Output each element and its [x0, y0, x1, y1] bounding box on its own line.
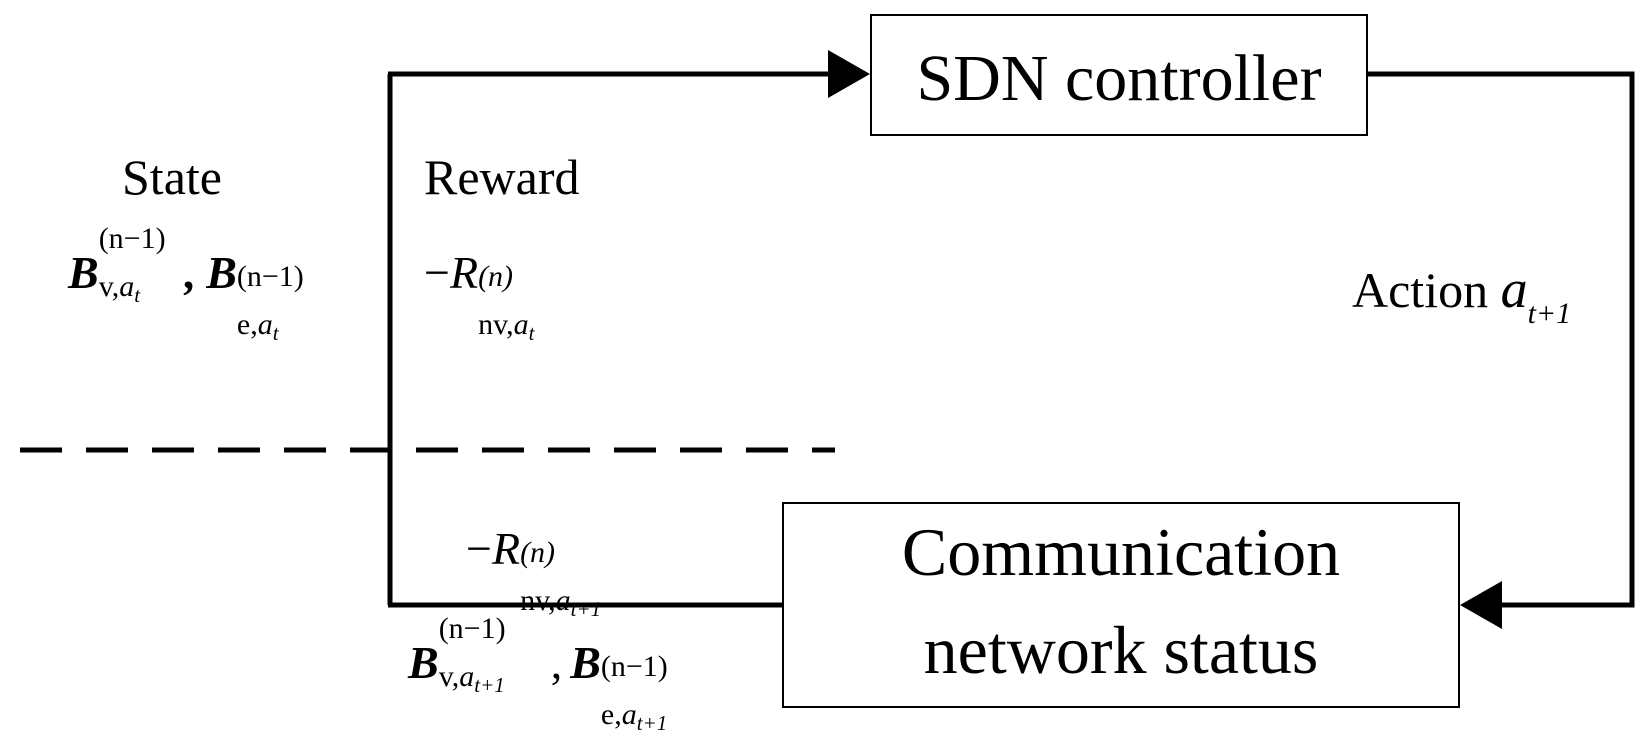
- reward-upper-minus: −: [424, 247, 450, 298]
- arrow-to-network: [1460, 581, 1502, 629]
- lower-b-v-scripts: (n−1) v,at+1: [439, 614, 551, 696]
- state-b-v-sub-a: a: [119, 270, 135, 303]
- arrow-to-controller: [828, 50, 870, 98]
- reward-lower-sub: nv,at+1: [520, 584, 601, 620]
- state-b-v: B: [68, 247, 99, 298]
- reward-lower-sub-t1: t+1: [570, 597, 602, 621]
- diagram-canvas: [20, 50, 1635, 629]
- reward-formula-lower: −R(n) nv,at+1: [466, 523, 601, 620]
- sdn-controller-box: SDN controller: [870, 14, 1368, 136]
- action-subscript: t+1: [1527, 297, 1572, 330]
- state-formula-upper: B(n−1)v,at,B(n−1)e,at: [68, 224, 304, 344]
- state-b-v-scripts: (n−1) v,at: [99, 224, 185, 306]
- lower-b-e-sup: (n−1): [600, 650, 668, 683]
- reward-formula-upper: −R(n) nv,at: [424, 247, 534, 344]
- lower-b-v-sub-t1: t+1: [474, 673, 505, 697]
- state-b-v-sub: v,at: [98, 270, 140, 306]
- state-b-e-sub-a: a: [257, 308, 273, 341]
- lower-b-e: B: [570, 637, 601, 688]
- reward-upper-sub: nv,at: [478, 308, 534, 344]
- lower-b-v-sup: (n−1): [438, 612, 506, 645]
- state-formula-lower: B(n−1)v,at+1,B(n−1)e,at+1: [408, 614, 668, 734]
- state-b-e: B: [206, 247, 237, 298]
- reward-lower-sub-a: a: [555, 584, 571, 617]
- state-b-e-sub-e: e,: [236, 308, 258, 341]
- lower-b-e-sub-t1: t+1: [636, 711, 668, 735]
- lower-b-v-sub: v,at+1: [438, 660, 505, 696]
- reward-label: Reward: [424, 149, 580, 205]
- lower-b-e-sub-e: e,: [600, 698, 622, 731]
- state-b-v-sub-v: v,: [98, 270, 120, 303]
- reward-lower-sub-nv: nv,: [520, 584, 556, 617]
- lower-b-v-sub-v: v,: [438, 660, 460, 693]
- reward-upper-sup-n: (n): [478, 260, 514, 293]
- state-label: State: [122, 149, 222, 205]
- lower-b-v-sub-a: a: [459, 660, 475, 693]
- lower-b-e-sub-a: a: [621, 698, 637, 731]
- network-status-label-line2: network status: [923, 612, 1319, 688]
- reward-upper-sub-nv: nv,: [478, 308, 514, 341]
- reward-lower-r: R: [491, 523, 521, 574]
- reward-upper-r: R: [449, 247, 479, 298]
- reward-upper-sub-a: a: [513, 308, 529, 341]
- loop-line-right: [1368, 71, 1635, 608]
- network-status-box: Communication network status: [782, 502, 1460, 708]
- state-comma: ,: [184, 247, 197, 298]
- state-b-v-sup: (n−1): [98, 222, 166, 255]
- action-symbol: a: [1500, 259, 1528, 319]
- sdn-controller-label: SDN controller: [916, 42, 1322, 115]
- state-b-e-sub-t: t: [272, 321, 279, 345]
- lower-b-e-sub: e,at+1: [600, 698, 667, 734]
- reward-lower-minus: −: [466, 523, 492, 574]
- reward-upper-sub-t: t: [528, 321, 535, 345]
- lower-comma: ,: [550, 637, 563, 688]
- reward-lower-sup: (n): [520, 538, 555, 568]
- reward-lower-sup-n: (n): [520, 536, 556, 569]
- lower-b-v: B: [408, 637, 439, 688]
- reward-upper-sup: (n): [478, 262, 513, 292]
- action-word: Action: [1352, 262, 1489, 318]
- action-label: Action at+1: [1352, 259, 1571, 329]
- state-b-e-sub: e,at: [236, 308, 279, 344]
- state-b-e-sup: (n−1): [236, 260, 304, 293]
- state-b-v-sub-t: t: [134, 283, 141, 307]
- network-status-label-line1: Communication: [901, 514, 1341, 590]
